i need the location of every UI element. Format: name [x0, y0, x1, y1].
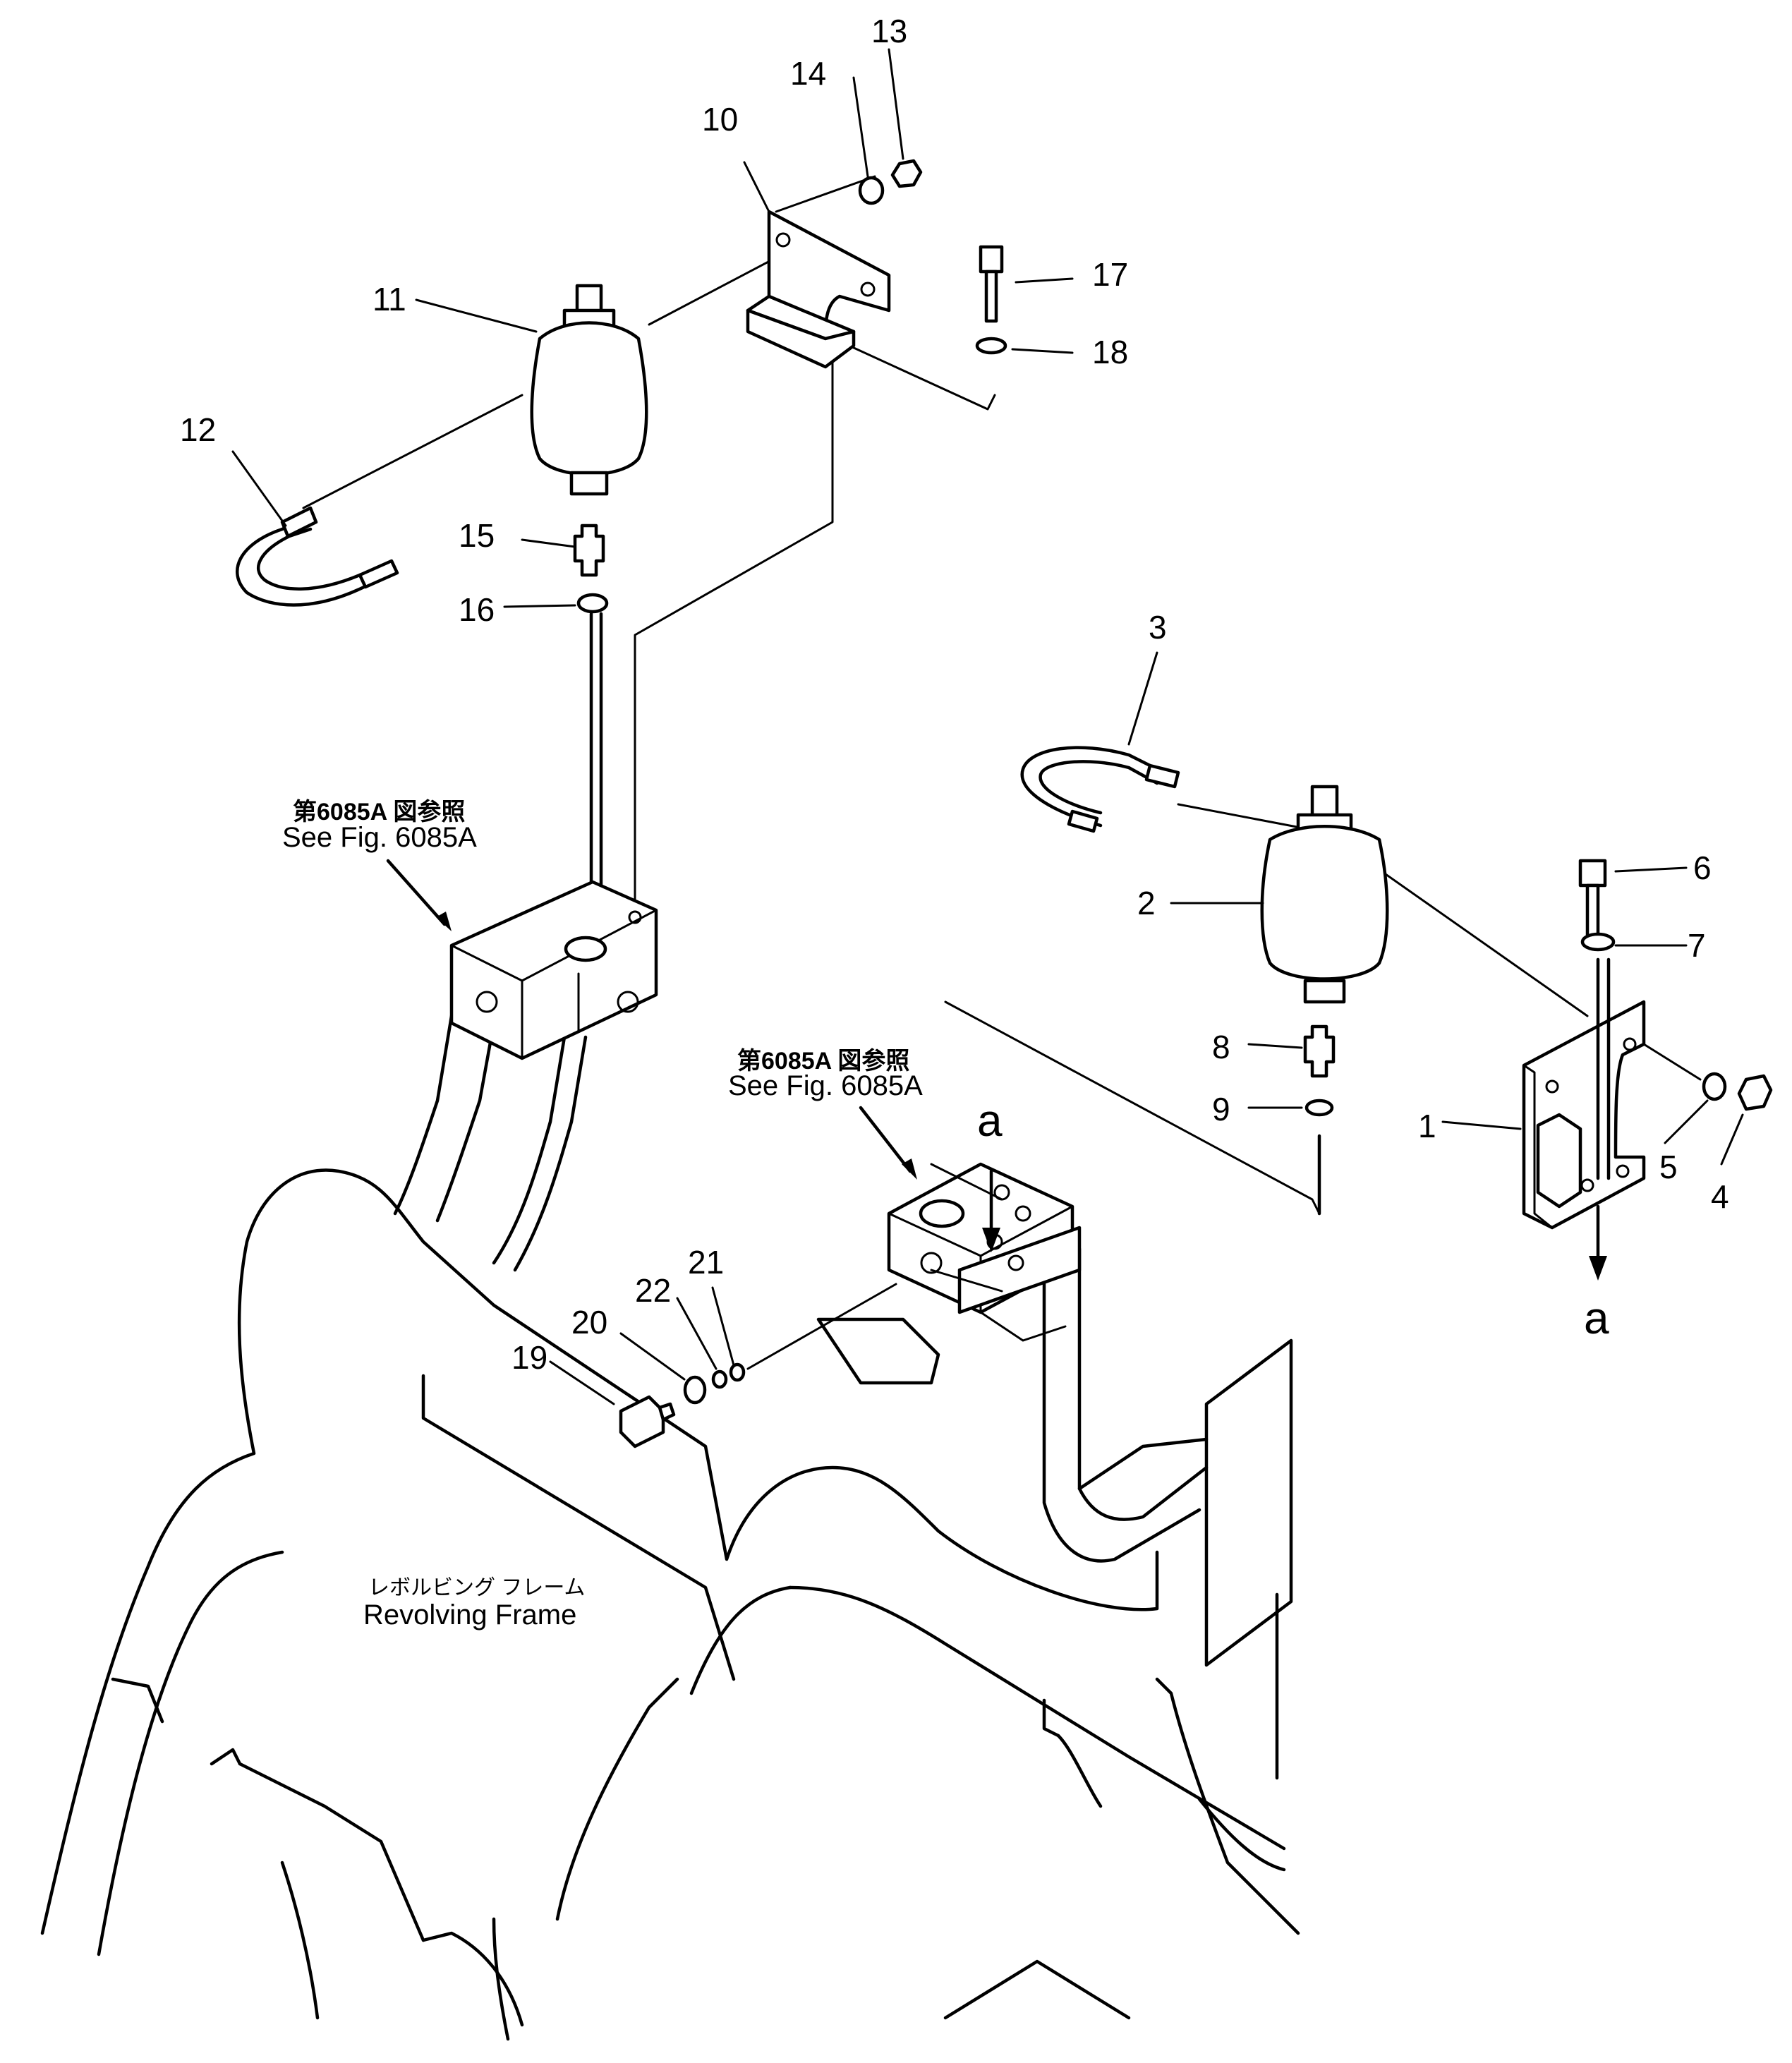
label-11: 11 — [373, 281, 406, 317]
leader-lines — [231, 48, 1744, 1405]
label-16: 16 — [459, 591, 495, 628]
right-accumulator-assembly — [944, 746, 1773, 1281]
label-9: 9 — [1212, 1091, 1230, 1127]
left-accumulator-assembly — [235, 159, 1007, 940]
label-19: 19 — [511, 1339, 547, 1376]
frame-label-jp: レボルビング フレーム — [368, 1576, 585, 1599]
label-7: 7 — [1688, 927, 1706, 964]
label-8: 8 — [1212, 1029, 1230, 1065]
fitting-part-15 — [573, 524, 605, 577]
left-valve-block — [449, 880, 658, 1060]
marker-a-bottom: a — [1584, 1293, 1609, 1343]
nut-part-4 — [1737, 1074, 1773, 1111]
u-bolt-part-12 — [235, 506, 399, 607]
accumulator-part-2 — [1260, 785, 1389, 1004]
label-4: 4 — [1711, 1178, 1729, 1215]
arrow-a-top — [982, 1169, 1000, 1252]
label-18: 18 — [1092, 334, 1128, 370]
part-numbers: 13 14 10 11 12 15 16 17 18 3 2 6 7 8 9 1… — [180, 13, 1729, 1376]
bolt-part-17 — [979, 245, 1004, 323]
washer-part-7 — [1580, 932, 1616, 952]
nut-part-13 — [890, 159, 923, 188]
washer-part-5 — [1702, 1072, 1727, 1101]
label-3: 3 — [1149, 609, 1167, 646]
center-reference-en: See Fig. 6085A — [728, 1070, 923, 1101]
bracket-part-10 — [746, 210, 891, 369]
left-reference-en: See Fig. 6085A — [282, 822, 477, 853]
oring-part-9 — [1304, 1099, 1334, 1117]
fitting-part-8 — [1303, 1024, 1336, 1078]
label-22: 22 — [635, 1272, 671, 1309]
label-10: 10 — [702, 101, 738, 138]
washer-part-14 — [858, 176, 885, 205]
washer-part-18 — [975, 337, 1007, 355]
hose-part-3 — [1020, 746, 1180, 833]
accumulator-part-11 — [530, 284, 648, 496]
label-6: 6 — [1693, 849, 1712, 886]
label-13: 13 — [871, 13, 907, 49]
oring-part-21 — [729, 1362, 746, 1382]
label-15: 15 — [459, 517, 495, 554]
label-5: 5 — [1659, 1149, 1678, 1185]
frame-label-en: Revolving Frame — [363, 1599, 576, 1631]
reference-labels: 第6085A 図参照 See Fig. 6085A 第6085A 図参照 See… — [282, 799, 923, 1631]
bolt-part-6 — [1578, 859, 1607, 940]
label-14: 14 — [790, 55, 826, 92]
marker-a-top: a — [977, 1095, 1003, 1146]
label-12: 12 — [180, 411, 216, 448]
plug-assembly — [619, 1283, 897, 1448]
center-reference-jp: 第6085A 図参照 — [737, 1048, 909, 1075]
label-17: 17 — [1092, 256, 1128, 293]
oring-part-16 — [576, 593, 609, 614]
label-20: 20 — [571, 1304, 607, 1341]
bracket-part-1 — [1522, 1000, 1646, 1230]
label-21: 21 — [688, 1244, 724, 1281]
oring-part-22 — [711, 1369, 728, 1389]
center-valve-block — [816, 1162, 1082, 1385]
label-1: 1 — [1418, 1108, 1436, 1144]
label-2: 2 — [1137, 885, 1156, 921]
oring-part-20 — [683, 1375, 707, 1405]
plug-part-19 — [619, 1395, 665, 1448]
revolving-frame — [40, 1014, 1300, 2041]
left-reference-jp: 第6085A 図参照 — [293, 799, 465, 825]
